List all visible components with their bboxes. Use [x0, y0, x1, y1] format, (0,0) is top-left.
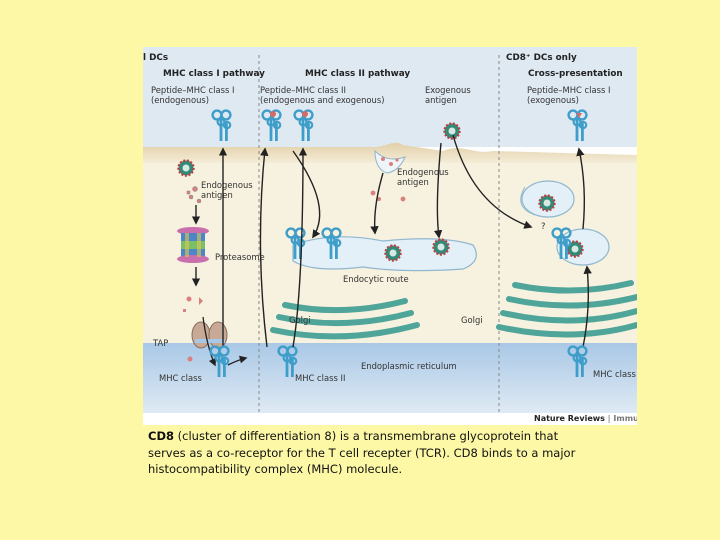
peptide-mhc1-exogenous-line2: (exogenous)	[527, 95, 579, 105]
tap-label: TAP	[152, 338, 168, 348]
question-mark-label: ?	[541, 221, 545, 231]
peptide-mhc1-endogenous-line2: (endogenous)	[151, 95, 209, 105]
mhc-class-left-label: MHC class	[159, 373, 202, 383]
peptide-mhc2-line2: (endogenous and exogenous)	[260, 95, 385, 105]
antigen-presentation-figure: l DCs CD8⁺ DCs only MHC class I pathway …	[143, 47, 637, 425]
phagosome-upper-icon	[520, 180, 575, 218]
cross-presentation-heading: Cross-presentation	[528, 69, 623, 79]
exogenous-antigen-line2: antigen	[425, 95, 457, 105]
proteasome-label: Proteasome	[215, 252, 265, 262]
endosome-icon	[285, 227, 477, 272]
golgi-left-label: Golgi	[289, 315, 311, 325]
nature-reviews-credit: Nature Reviews | Immunolog	[534, 414, 637, 423]
endogenous-antigen-left-line1: Endogenous	[201, 180, 253, 190]
golgi-right-icon	[496, 280, 637, 338]
mhc2-pathway-heading: MHC class II pathway	[305, 69, 410, 79]
exogenous-antigen-line1: Exogenous	[425, 85, 471, 95]
peptide-mhc1-endogenous-line1: Peptide–MHC class I	[151, 85, 234, 95]
endogenous-antigen-mid-line1: Endogenous	[397, 167, 449, 177]
golgi-right-label: Golgi	[461, 315, 483, 325]
header-cd8-dcs-only: CD8⁺ DCs only	[506, 53, 577, 63]
endogenous-antigen-visible-virus-icon	[177, 159, 195, 177]
endogenous-antigen-left-line2: antigen	[201, 190, 233, 200]
endocytic-route-label: Endocytic route	[343, 274, 409, 284]
mhc-class-right-label: MHC class	[593, 369, 636, 379]
figure-caption: CD8 (cluster of differentiation 8) is a …	[148, 428, 588, 478]
endogenous-antigen-mid-line2: antigen	[397, 177, 429, 187]
caption-text: (cluster of differentiation 8) is a tran…	[148, 429, 576, 476]
header-left-fragment: l DCs	[143, 53, 168, 63]
mhc1-pathway-heading: MHC class I pathway	[163, 69, 265, 79]
mhc-class-ii-label: MHC class II	[295, 373, 345, 383]
proteasome-icon	[177, 227, 209, 263]
exogenous-antigen-virus-icon	[443, 122, 461, 140]
caption-term: CD8	[148, 429, 174, 443]
peptide-mhc1-exogenous-line1: Peptide–MHC class I	[527, 85, 610, 95]
endoplasmic-reticulum-label: Endoplasmic reticulum	[361, 361, 457, 371]
peptide-mhc2-line1: Peptide–MHC class II	[260, 85, 346, 95]
